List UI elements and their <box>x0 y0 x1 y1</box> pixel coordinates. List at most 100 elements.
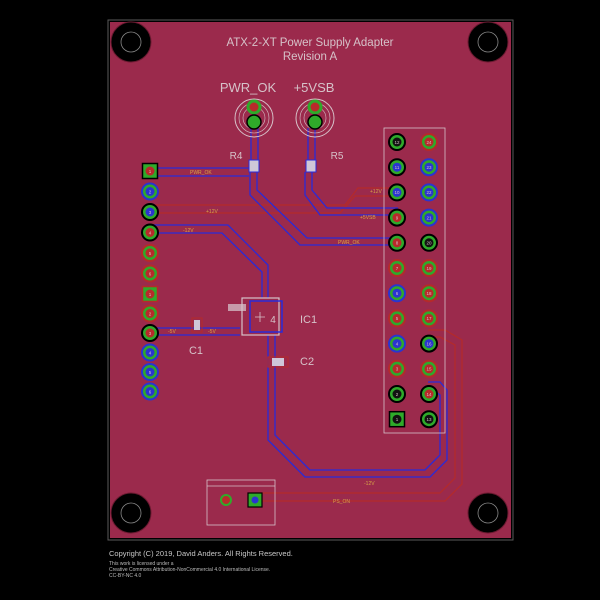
header-pin: 1 <box>141 162 159 180</box>
board-title: ATX-2-XT Power Supply Adapter <box>226 37 393 49</box>
atx-pin: 2 <box>388 385 406 403</box>
pin-number: 3 <box>396 367 399 372</box>
svg-text:PS_ON: PS_ON <box>333 499 350 505</box>
svg-text:-12V: -12V <box>183 228 194 234</box>
led-5vsb: +5VSB <box>294 80 335 138</box>
pin-number: 1 <box>149 292 152 297</box>
bottom-traces <box>150 187 463 502</box>
atx-pin: 4 <box>388 334 406 353</box>
svg-text:C2: C2 <box>300 356 314 368</box>
header-pin: 4 <box>141 343 159 362</box>
pin-number: 7 <box>396 266 399 271</box>
pin-number: 2 <box>396 392 399 397</box>
pin-number: 2 <box>149 311 152 316</box>
pin-number: 20 <box>426 241 432 246</box>
mounting-hole-tl <box>110 21 152 63</box>
pin-number: 4 <box>149 230 152 235</box>
svg-text:-5V: -5V <box>208 329 216 335</box>
header-pin: 2 <box>141 182 159 201</box>
led-label: PWR_OK <box>220 80 277 95</box>
pin-number: 1 <box>396 417 399 422</box>
ic1-regulator: 4 IC1 <box>228 297 317 336</box>
svg-text:IC1: IC1 <box>300 314 317 326</box>
resistor-r5: R5 <box>305 151 344 173</box>
svg-text:-12V: -12V <box>364 481 375 487</box>
capacitor-c1: C1 <box>189 317 203 357</box>
atx-pin: 1 <box>388 410 406 428</box>
atx-pin: 3 <box>388 359 406 378</box>
atx-pin: 8 <box>388 233 406 252</box>
atx-pin: 19 <box>420 259 438 277</box>
top-traces <box>150 128 448 478</box>
header-pin: 2 <box>141 304 159 323</box>
header-pin: 6 <box>141 264 159 283</box>
svg-text:PWR_OK: PWR_OK <box>338 240 360 246</box>
atx-pin: 9 <box>388 208 406 227</box>
svg-text:4: 4 <box>270 315 276 326</box>
atx-pin: 5 <box>388 309 406 328</box>
pin-number: 1 <box>149 169 152 174</box>
pin-number: 11 <box>395 165 400 170</box>
board-revision: Revision A <box>283 51 338 63</box>
power-switch <box>206 479 276 526</box>
pin-number: 13 <box>426 417 432 422</box>
svg-text:PWR_OK: PWR_OK <box>190 170 212 176</box>
pin-number: 2 <box>149 189 152 194</box>
header-pin: 3 <box>141 324 159 342</box>
atx-pin: 6 <box>388 284 406 303</box>
pin-number: 10 <box>394 190 400 195</box>
pin-number: 6 <box>149 271 152 276</box>
atx-pin: 22 <box>420 183 438 202</box>
copyright-text: Copyright (C) 2019, David Anders. All Ri… <box>109 549 293 558</box>
header-pin: 1 <box>141 285 159 303</box>
pin-number: 12 <box>394 140 400 145</box>
header-pin: 5 <box>141 244 159 262</box>
svg-text:+12V: +12V <box>370 189 382 195</box>
svg-text:+12V: +12V <box>206 209 218 215</box>
header-pin: 3 <box>141 203 159 221</box>
pin-number: 5 <box>396 316 399 321</box>
mounting-hole-bl <box>110 492 152 534</box>
atx-pin: 17 <box>420 309 438 328</box>
mounting-hole-tr <box>467 21 509 63</box>
svg-text:-5V: -5V <box>168 329 176 335</box>
svg-text:R4: R4 <box>230 151 243 162</box>
atx-pin: 18 <box>420 284 438 303</box>
mounting-holes <box>110 21 509 534</box>
license-text: This work is licensed under a Creative C… <box>109 561 271 580</box>
pin-number: 5 <box>149 251 152 256</box>
pin-number: 6 <box>149 389 152 394</box>
board-outline <box>107 19 514 541</box>
atx-pin: 14 <box>420 385 438 403</box>
pin-number: 23 <box>426 165 432 170</box>
atx-pin: 16 <box>420 334 438 353</box>
mounting-hole-br <box>467 492 509 534</box>
pin-number: 4 <box>396 341 399 346</box>
pin-number: 14 <box>426 392 432 397</box>
atx-pin: 21 <box>420 208 438 227</box>
atx-pin: 11 <box>388 158 406 177</box>
atx-pin: 10 <box>388 183 406 202</box>
pin-number: 9 <box>396 215 399 220</box>
led-label: +5VSB <box>294 80 335 95</box>
header-pin: 4 <box>141 223 159 242</box>
header-pin: 5 <box>141 363 159 381</box>
trace-labels: PWR_OK +12V -12V PWR_OK +5VSB +12V -5V -… <box>168 170 382 505</box>
atx-connector-outline <box>383 127 446 434</box>
atx-pin: 13 <box>420 410 438 429</box>
pin-number: 24 <box>426 140 432 145</box>
svg-text:+5VSB: +5VSB <box>360 215 376 221</box>
pin-number: 3 <box>149 331 152 336</box>
pin-number: 18 <box>426 291 432 296</box>
capacitor-c2: C2 <box>267 356 314 368</box>
pin-number: 22 <box>426 190 432 195</box>
atx-pin: 23 <box>420 158 438 177</box>
pin-number: 6 <box>396 291 399 296</box>
resistor-r4: R4 <box>230 151 260 173</box>
pin-number: 21 <box>426 215 432 220</box>
pin-number: 3 <box>149 210 152 215</box>
copper-pour <box>110 22 511 538</box>
pin-number: 4 <box>149 350 152 355</box>
svg-text:R5: R5 <box>331 151 344 162</box>
